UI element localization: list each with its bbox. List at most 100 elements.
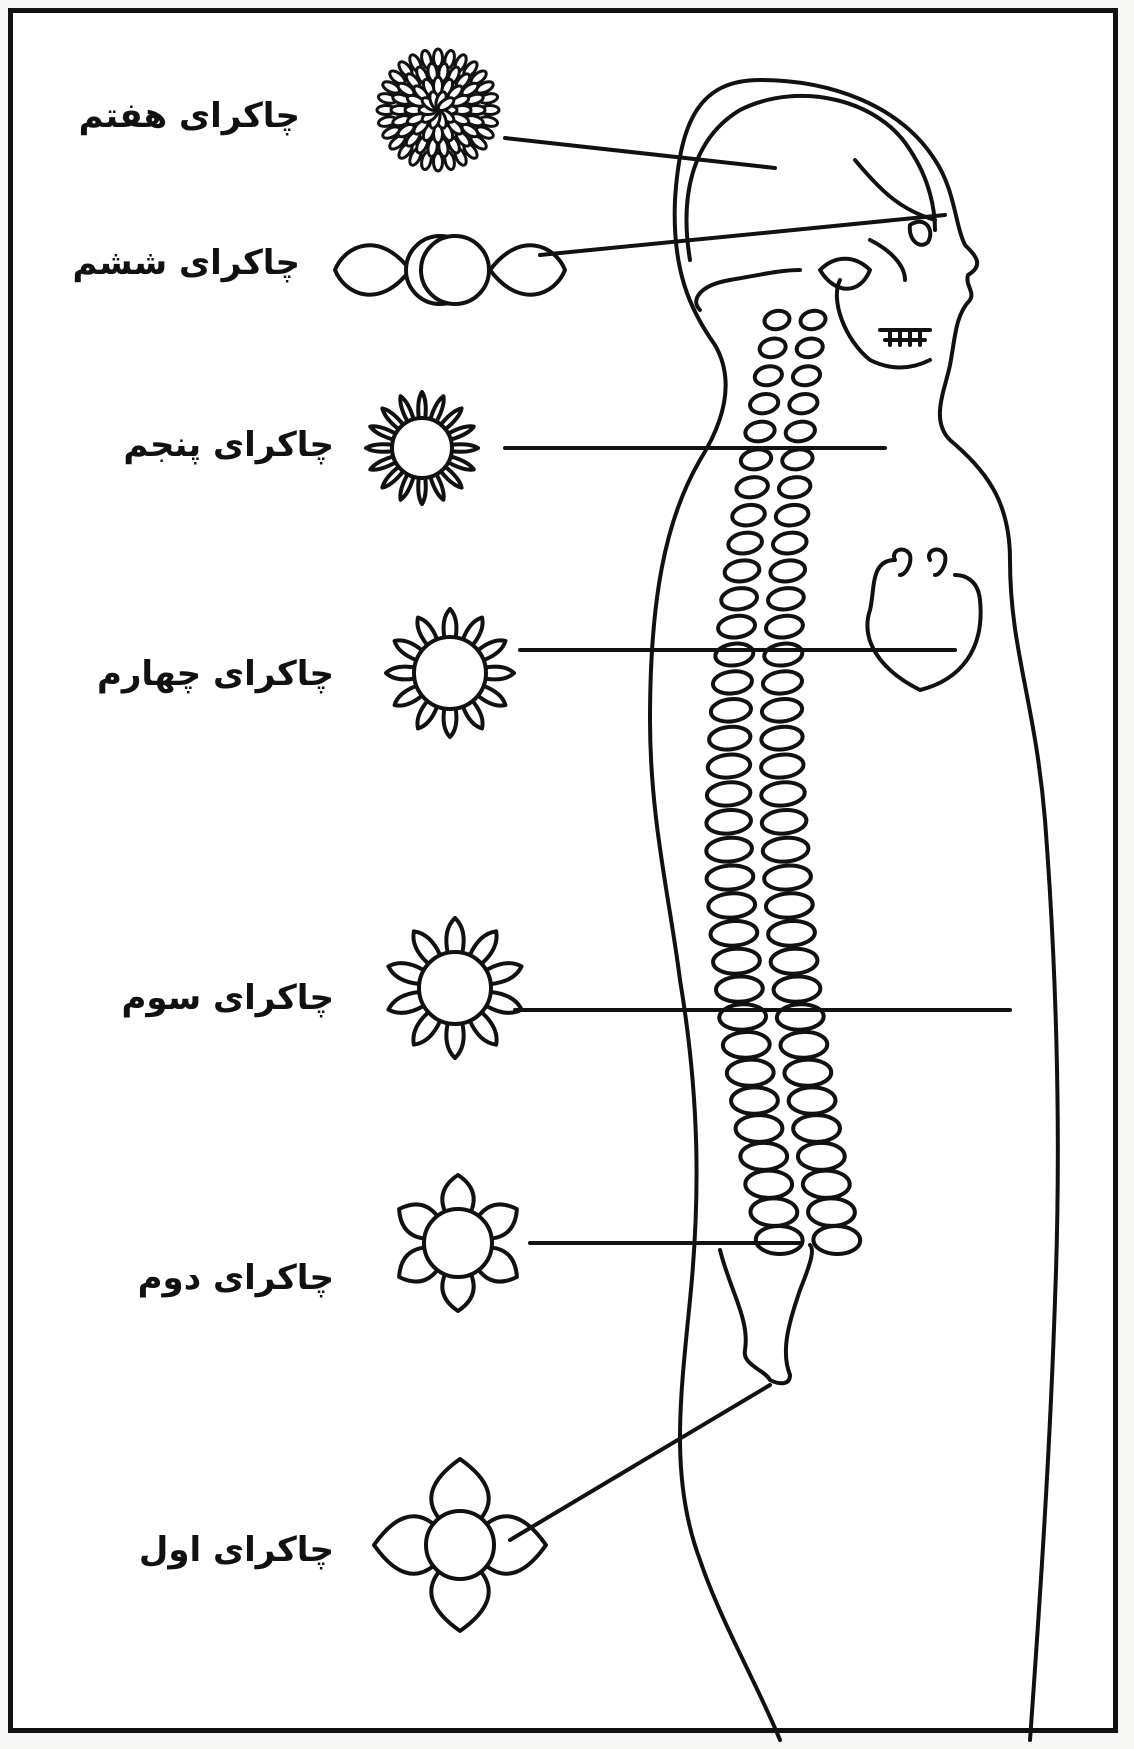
vertebra: [788, 392, 819, 416]
vertebra: [760, 780, 805, 807]
vertebra: [739, 447, 773, 472]
vertebra: [750, 1198, 797, 1226]
chakra-label-fifth: چاکرای پنجم: [74, 425, 334, 465]
vertebra: [761, 808, 807, 835]
vertebra: [714, 641, 755, 667]
vertebra: [767, 586, 806, 612]
vertebra: [744, 419, 777, 443]
lotus-petal: [486, 667, 514, 680]
vertebra: [731, 1087, 778, 1114]
vertebra: [762, 669, 804, 695]
vertebra: [715, 976, 763, 1003]
vertebra: [763, 641, 804, 667]
vertebra: [765, 892, 813, 919]
lotus-petal: [444, 609, 457, 637]
vertebra: [780, 1031, 828, 1058]
vertebra: [784, 1059, 831, 1086]
vertebra: [712, 948, 760, 975]
vertebra: [756, 1226, 803, 1255]
chakra-label-fourth: چاکرای چهارم: [74, 654, 334, 694]
vertebra: [803, 1170, 850, 1198]
chakra-label-second: چاکرای دوم: [74, 1258, 334, 1298]
lotus-center: [414, 637, 486, 709]
vertebra: [788, 1087, 835, 1114]
six-petal-lotus-icon: [399, 1175, 517, 1311]
vertebra: [705, 808, 751, 835]
vertebra: [727, 1059, 774, 1086]
vertebra: [748, 392, 779, 416]
vertebra: [710, 697, 753, 724]
twelve-petal-lotus-icon: [386, 609, 514, 737]
vertebra: [735, 475, 770, 500]
lotus-petal: [452, 444, 478, 452]
eye-socket: [910, 222, 931, 245]
ten-petal-lotus-icon: [388, 918, 521, 1058]
vertebra: [791, 364, 821, 388]
connector-seventh: [505, 138, 775, 168]
lotus-petal: [418, 478, 426, 504]
vertebra: [781, 447, 815, 472]
vertebra: [720, 586, 759, 612]
lotus-petal: [444, 709, 457, 737]
vertebra: [762, 836, 809, 863]
vertebra: [767, 920, 815, 947]
vertebra: [712, 669, 754, 695]
vertebra: [717, 614, 757, 640]
vertebra: [708, 892, 756, 919]
lotus-petal: [418, 392, 426, 418]
vertebra: [753, 364, 783, 388]
vertebra: [735, 1115, 782, 1142]
two-petal-lotus-icon: [335, 236, 565, 304]
vertebra: [784, 419, 817, 443]
vertebra: [723, 1031, 771, 1058]
vertebra: [763, 864, 811, 891]
vertebra: [765, 614, 805, 640]
lotus-petal: [386, 667, 414, 680]
vertebra: [707, 753, 752, 780]
lotus-center: [392, 418, 452, 478]
vertebra: [774, 503, 810, 528]
vertebra: [761, 697, 804, 724]
connector-first: [510, 1385, 770, 1540]
vertebra: [710, 920, 758, 947]
vertebra: [770, 948, 818, 975]
lotus-center: [424, 1209, 492, 1277]
lotus-petal: [446, 1023, 463, 1058]
four-petal-lotus-icon: [374, 1459, 546, 1631]
spine: [705, 309, 860, 1255]
sixteen-petal-lotus-icon: [366, 392, 478, 504]
vertebra: [723, 558, 761, 584]
vertebra: [706, 864, 754, 891]
vertebra: [799, 309, 827, 332]
chakra-label-first: چاکرای اول: [74, 1530, 334, 1570]
lotus-petal: [442, 1274, 473, 1311]
heart-shape: [867, 550, 980, 690]
vertebra: [813, 1226, 860, 1255]
vertebra: [740, 1143, 787, 1170]
vertebra: [798, 1143, 845, 1170]
vertebra: [773, 976, 821, 1003]
vertebra: [760, 753, 805, 780]
chakra-label-third: چاکرای سوم: [74, 978, 334, 1018]
lotus-center: [426, 1511, 494, 1579]
vertebra: [763, 309, 791, 332]
chakra-label-seventh: چاکرای هفتم: [40, 96, 300, 136]
lotus-petal: [446, 918, 463, 953]
vertebra: [769, 558, 807, 584]
vertebra: [776, 1003, 824, 1030]
lotus-crown-icon: [377, 49, 499, 171]
vertebra: [705, 836, 752, 863]
vertebra: [777, 475, 812, 500]
vertebra: [706, 780, 751, 807]
vertebra: [793, 1115, 840, 1142]
vertebra: [758, 336, 787, 359]
vertebra: [727, 530, 764, 555]
vertebra: [808, 1198, 855, 1226]
lotus-petal: [366, 444, 392, 452]
vertebra: [760, 725, 804, 752]
chakra-label-sixth: چاکرای ششم: [40, 243, 300, 283]
vertebra: [731, 503, 767, 528]
lotus-center: [419, 952, 491, 1024]
lotus-petal: [442, 1175, 473, 1212]
